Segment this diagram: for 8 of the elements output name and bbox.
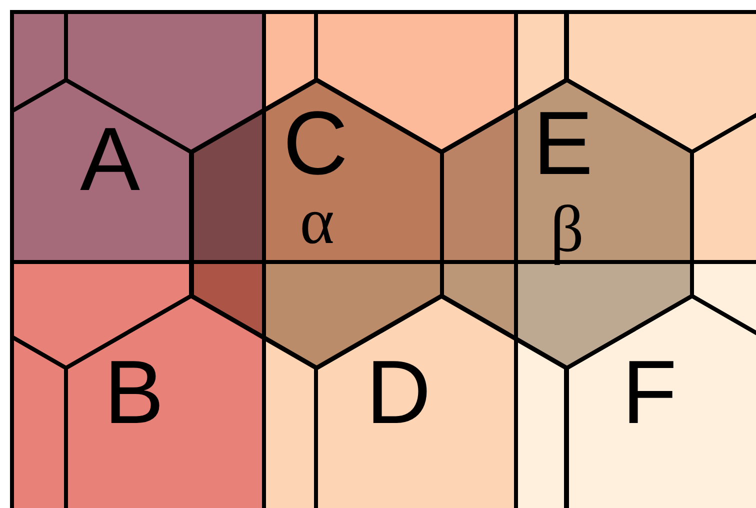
greek-letter: α xyxy=(300,189,334,255)
region-letter: C xyxy=(283,99,348,189)
region-letter: B xyxy=(104,348,164,438)
greek-letter: β xyxy=(550,197,584,263)
region-letter: D xyxy=(366,348,431,438)
region-letter: F xyxy=(622,348,677,438)
region-letter: E xyxy=(533,99,594,189)
region-letter: A xyxy=(80,115,140,205)
